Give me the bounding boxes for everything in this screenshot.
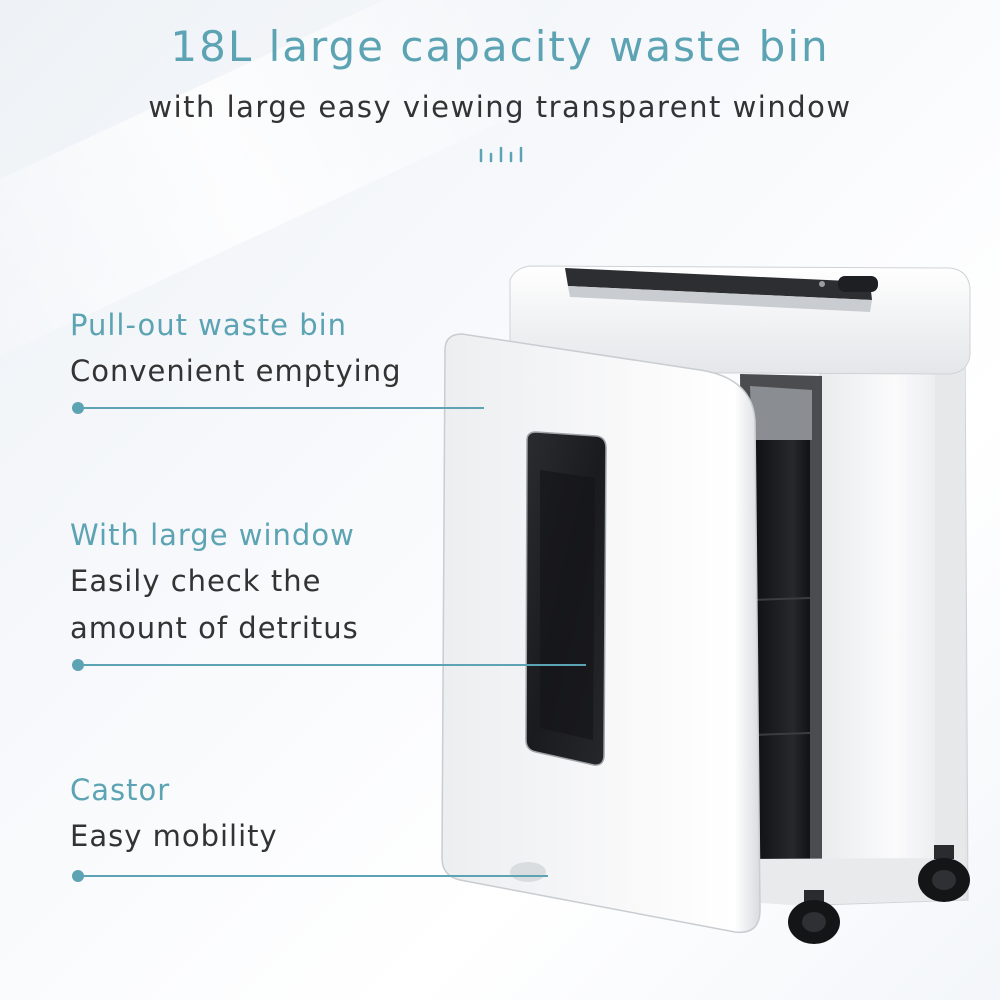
- feature-desc-line: Easily check the: [70, 564, 322, 598]
- leader-castor: [72, 870, 552, 882]
- feature-title-large-window: With large window: [70, 518, 355, 552]
- leader-pull-out-bin: [72, 402, 492, 414]
- page-subtitle: with large easy viewing transparent wind…: [148, 90, 852, 124]
- leader-large-window: [72, 659, 592, 671]
- feature-desc-castor: Easy mobility: [70, 813, 278, 860]
- divider-ticks-icon: [479, 146, 523, 163]
- feature-title-pull-out-bin: Pull-out waste bin: [70, 308, 348, 342]
- feature-title-castor: Castor: [70, 773, 171, 807]
- page-title: 18L large capacity waste bin: [170, 22, 830, 71]
- feature-desc-large-window: Easily check the amount of detritus: [70, 558, 359, 652]
- feature-desc-line: amount of detritus: [70, 611, 359, 645]
- feature-desc-line: Easy mobility: [70, 819, 278, 853]
- feature-desc-line: Convenient emptying: [70, 354, 402, 388]
- castor-wheels: [510, 845, 970, 944]
- feature-desc-pull-out-bin: Convenient emptying: [70, 348, 402, 395]
